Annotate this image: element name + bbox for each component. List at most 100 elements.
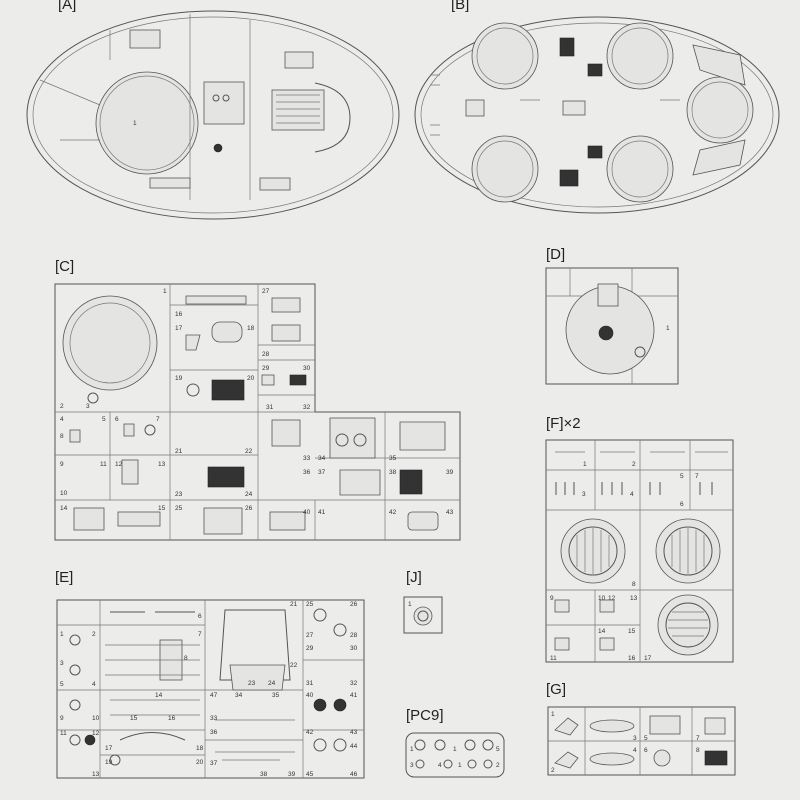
- sprue-pc9-num-1-mid: 1: [453, 746, 457, 753]
- sprue-e-num-12: 12: [92, 730, 100, 737]
- sprue-e-num-16: 16: [168, 715, 176, 722]
- sprue-c-num-21: 21: [175, 448, 183, 455]
- sprue-pc9-num-3: 3: [410, 762, 414, 769]
- sprue-j-label: [J]: [406, 569, 422, 586]
- sprue-c-part-1-ring: [62, 295, 158, 391]
- sprue-b-port-4: [471, 135, 539, 203]
- sprue-pc9-label: [PC9]: [406, 707, 444, 724]
- sprue-c-num-32: 32: [303, 404, 311, 411]
- sprue-f-num-11: 11: [550, 655, 557, 662]
- sprue-g-num-8: 8: [696, 747, 700, 754]
- sprue-c-num-13: 13: [158, 461, 166, 468]
- sprue-c-part-20: [211, 379, 245, 401]
- sprue-j-part-1: [413, 606, 433, 626]
- sprue-c-num-36: 36: [303, 469, 311, 476]
- sprue-c-num-39: 39: [446, 469, 454, 476]
- sprue-e-num-41: 41: [350, 692, 358, 699]
- sprue-e-num-27: 27: [306, 632, 314, 639]
- sprue-d-label: [D]: [546, 246, 565, 263]
- sprue-c-num-19: 19: [175, 375, 183, 382]
- sprue-c-num-5: 5: [102, 416, 106, 423]
- sprue-c-num-22: 22: [245, 448, 253, 455]
- sprue-b-port-1: [471, 22, 539, 90]
- sprue-e-num-22: 22: [290, 662, 298, 669]
- sprue-c-num-6: 6: [115, 416, 119, 423]
- sprue-pc9-num-5: 5: [496, 746, 500, 753]
- sprue-e-num-28: 28: [350, 632, 358, 639]
- sprue-g-num-5: 5: [644, 735, 648, 742]
- sprue-e-num-36: 36: [210, 729, 218, 736]
- sprue-b-port-5: [606, 135, 674, 203]
- sprue-e-num-40: 40: [306, 692, 314, 699]
- sprue-c-num-40: 40: [303, 509, 311, 516]
- sprue-c-num-14: 14: [60, 505, 68, 512]
- sprue-e-num-2: 2: [92, 631, 96, 638]
- sprue-c-num-33: 33: [303, 455, 311, 462]
- sprue-e-num-29: 29: [306, 645, 314, 652]
- sprue-c-num-42: 42: [389, 509, 397, 516]
- sprue-b-label: [B]: [451, 0, 469, 13]
- sprue-f-num-16: 16: [628, 655, 636, 662]
- sprue-c-num-31: 31: [266, 404, 274, 411]
- sprue-e-num-26: 26: [350, 601, 358, 608]
- sprue-f-num-12: 12: [608, 595, 616, 602]
- sprue-j-num-1: 1: [408, 601, 412, 608]
- sprue-e-num-4: 4: [92, 681, 96, 688]
- sprue-c-num-16: 16: [175, 311, 183, 318]
- sprue-f: [F]×2 1 2 3 4 5 6 7 8 9 10 11 12 13 14 1…: [545, 415, 734, 663]
- sprue-g-num-4: 4: [633, 747, 637, 754]
- sprue-e-num-3: 3: [60, 660, 64, 667]
- sprue-e-num-39: 39: [288, 771, 296, 778]
- sprue-e-num-13: 13: [92, 771, 100, 778]
- sprue-c-num-10: 10: [60, 490, 68, 497]
- sprue-c-num-9: 9: [60, 461, 64, 468]
- sprue-c-num-24: 24: [245, 491, 253, 498]
- sprue-e-num-1: 1: [60, 631, 64, 638]
- sprue-c-num-3: 3: [86, 403, 90, 410]
- sprue-b-port-3: [686, 76, 754, 144]
- sprue-e-num-37: 37: [210, 760, 218, 767]
- sprue-c-num-43: 43: [446, 509, 454, 516]
- sprue-e-num-15: 15: [130, 715, 138, 722]
- sprue-e-num-18: 18: [196, 745, 204, 752]
- sprue-f-num-2: 2: [632, 461, 636, 468]
- sprue-b: [B]: [414, 0, 780, 214]
- sprue-a-part-1-dome: [95, 71, 199, 175]
- sprue-e-num-21: 21: [290, 601, 298, 608]
- sprue-a: [A] 1: [26, 0, 400, 220]
- sprue-pc9-num-2: 2: [496, 762, 500, 769]
- sprue-e-num-24: 24: [268, 680, 276, 687]
- sprue-a-outer-frame: [26, 10, 400, 220]
- sprue-a-label: [A]: [58, 0, 76, 13]
- sprue-c-num-29: 29: [262, 365, 270, 372]
- sprue-f-frame: [545, 439, 734, 663]
- sprue-d-frame: [545, 267, 679, 385]
- sprue-c-num-15: 15: [158, 505, 166, 512]
- sprue-e-num-23: 23: [248, 680, 256, 687]
- sprue-f-num-5: 5: [680, 473, 684, 480]
- sprue-c-num-30: 30: [303, 365, 311, 372]
- sprue-a-part-1-number: 1: [133, 120, 137, 127]
- sprue-e-num-45: 45: [306, 771, 314, 778]
- sprue-e-num-17: 17: [105, 745, 113, 752]
- sprue-c-num-18: 18: [247, 325, 255, 332]
- sprue-c-num-4: 4: [60, 416, 64, 423]
- sprue-c-num-8: 8: [60, 433, 64, 440]
- sprue-c-num-41: 41: [318, 509, 326, 516]
- sprue-e-num-33: 33: [210, 715, 218, 722]
- sprue-e-num-9: 9: [60, 715, 64, 722]
- sprue-c-num-25: 25: [175, 505, 183, 512]
- sprue-a-control-panel: [203, 81, 245, 125]
- sprue-c-num-35: 35: [389, 455, 397, 462]
- sprue-e-label: [E]: [55, 569, 73, 586]
- sprue-c-num-28: 28: [262, 351, 270, 358]
- sprue-pc9-frame: [405, 732, 505, 778]
- sprue-e-num-11: 11: [60, 730, 67, 737]
- sprue-c-num-2: 2: [60, 403, 64, 410]
- sprue-b-port-2: [606, 22, 674, 90]
- sprue-b-outer-frame: [414, 16, 780, 214]
- sprue-e-num-32: 32: [350, 680, 358, 687]
- sprue-c-part-23: [207, 466, 245, 488]
- sprue-j-frame: [403, 596, 443, 634]
